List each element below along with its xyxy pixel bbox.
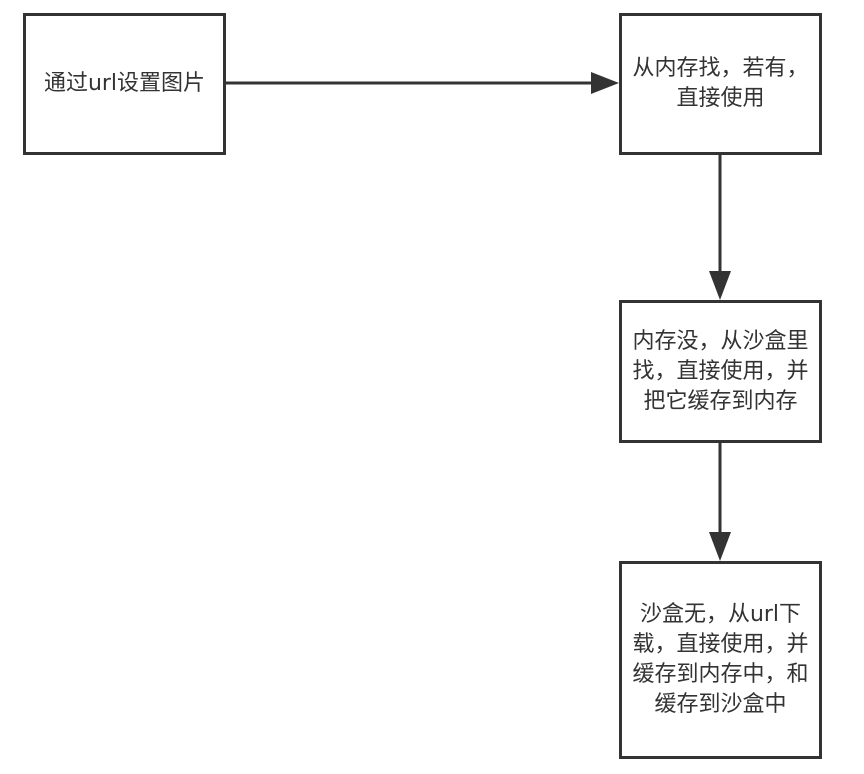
node-label: 内存没，从沙盒里找，直接使用，并把它缓存到内存	[632, 328, 809, 414]
node-label: 沙盒无，从url下载，直接使用，并缓存到内存中，和缓存到沙盒中	[632, 602, 809, 717]
edge-n1-n2	[226, 72, 619, 94]
arrowhead-n2-n3	[709, 271, 731, 300]
node-label: 从内存找，若有，直接使用	[632, 56, 809, 111]
arrowhead-n3-n4	[709, 532, 731, 561]
node-check-sandbox: 内存没，从沙盒里找，直接使用，并把它缓存到内存	[619, 300, 822, 443]
node-check-memory: 从内存找，若有，直接使用	[619, 13, 822, 155]
edge-n2-n3	[709, 155, 731, 300]
node-download-from-url: 沙盒无，从url下载，直接使用，并缓存到内存中，和缓存到沙盒中	[619, 561, 822, 759]
edge-n3-n4	[709, 443, 731, 561]
arrowhead-n1-n2	[591, 72, 619, 94]
node-set-image-by-url: 通过url设置图片	[23, 13, 226, 155]
node-label: 通过url设置图片	[43, 71, 206, 96]
